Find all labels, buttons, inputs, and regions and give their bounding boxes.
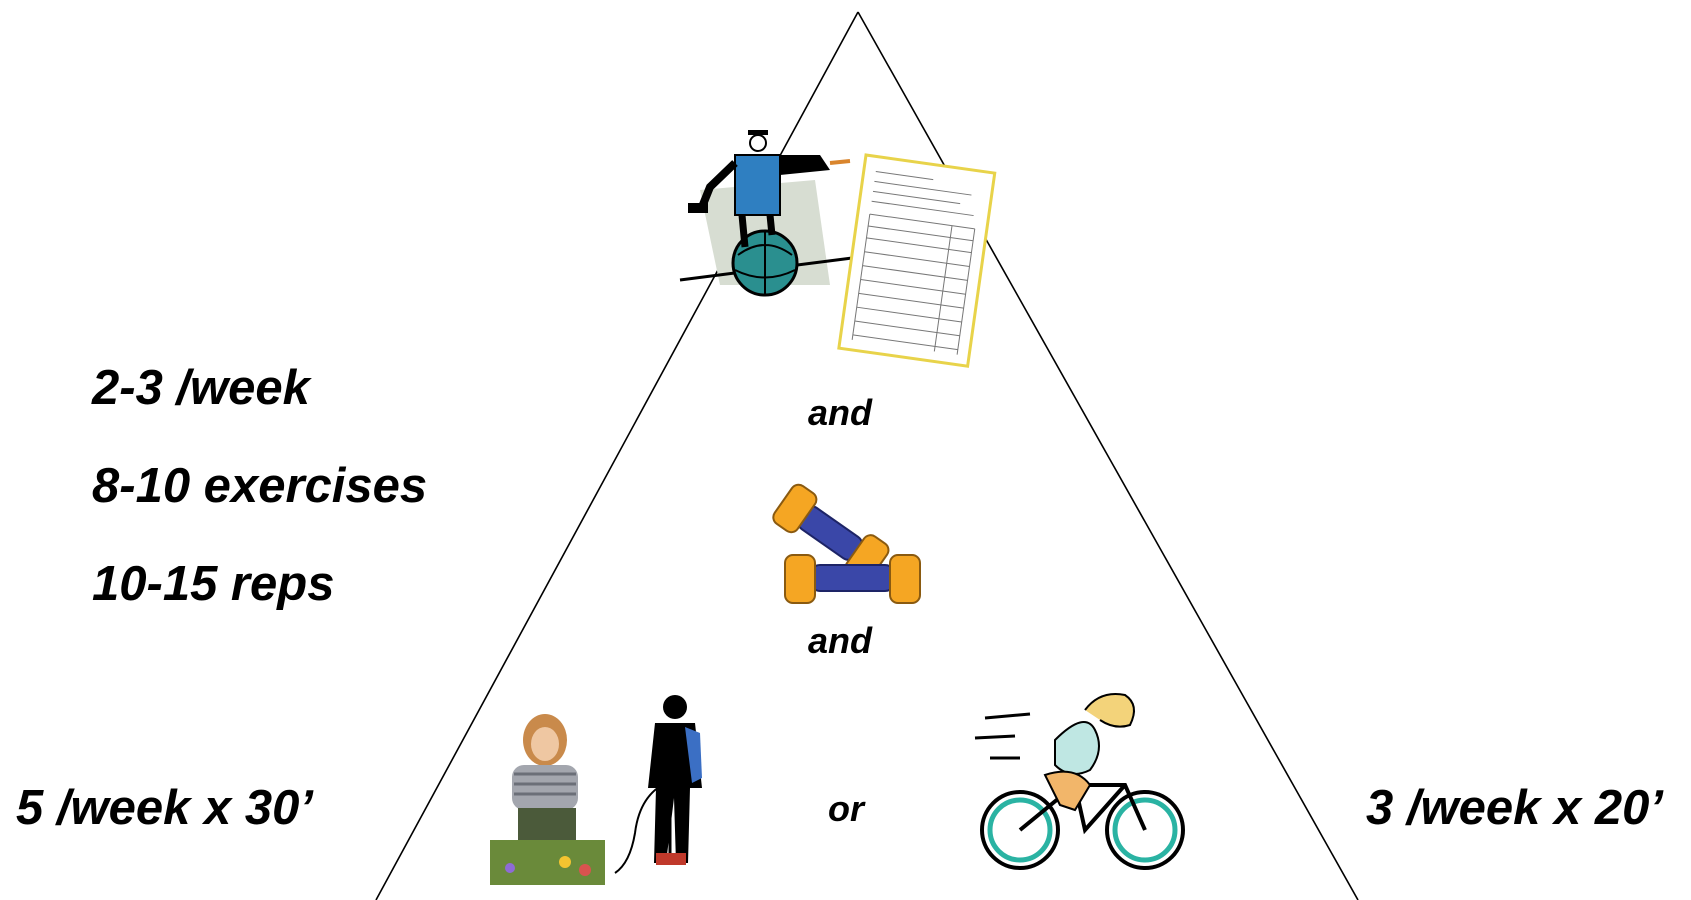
vacuuming-man-icon: [614, 695, 702, 874]
frequency-label: 2-3 /week: [92, 361, 310, 415]
dumbbells-icon: [772, 483, 921, 604]
gardening-woman-icon: [490, 714, 605, 885]
connector-and-top: and: [808, 392, 873, 433]
connector-and-middle: and: [808, 620, 873, 661]
bottom-left-prescription: 5 /week x 30’: [16, 781, 313, 835]
document-form-icon: [837, 153, 997, 368]
bottom-right-prescription: 3 /week x 20’: [1366, 781, 1663, 835]
reps-label: 10-15 reps: [92, 557, 335, 611]
unicyclist-balance-icon: [679, 130, 861, 297]
connector-or: or: [828, 788, 864, 829]
exercises-label: 8-10 exercises: [92, 459, 428, 513]
cyclist-icon: [974, 693, 1185, 870]
